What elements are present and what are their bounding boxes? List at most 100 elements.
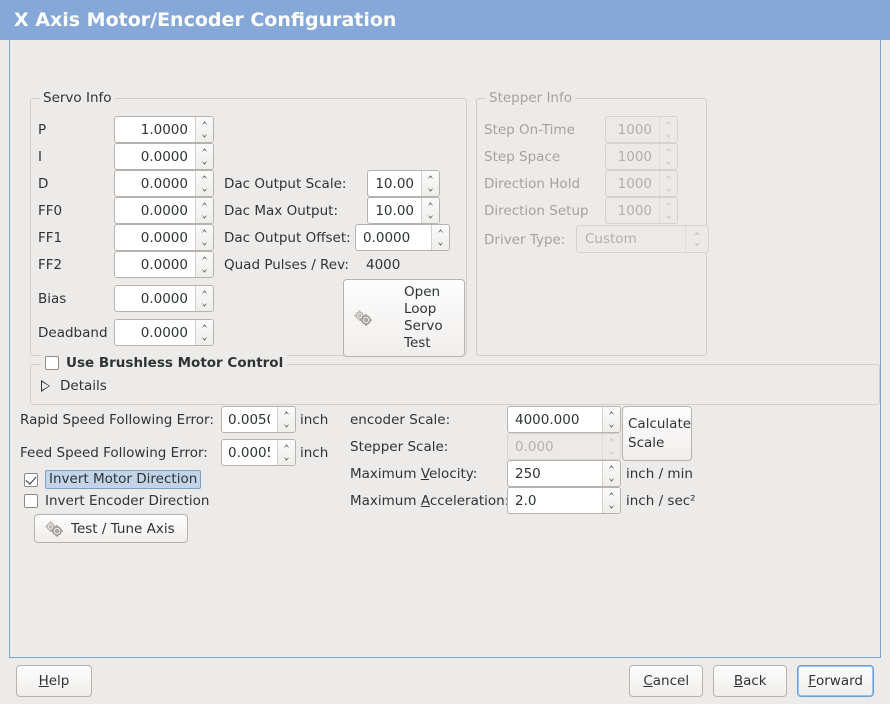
spin-down-icon[interactable] bbox=[196, 157, 213, 170]
encoder-scale-spin[interactable] bbox=[507, 406, 621, 433]
spin-down-icon[interactable] bbox=[196, 333, 213, 346]
invert-motor-direction-checkbox[interactable] bbox=[24, 472, 38, 487]
servo-stepper-p[interactable] bbox=[195, 117, 213, 142]
spin-up-icon[interactable] bbox=[196, 117, 213, 130]
dac-output-scale-stepper[interactable] bbox=[421, 171, 439, 196]
servo-spin-ff1[interactable] bbox=[114, 224, 214, 251]
chevron-right-icon[interactable] bbox=[41, 380, 50, 392]
open-loop-servo-test-button[interactable]: Open Loop Servo Test bbox=[343, 279, 465, 357]
spin-down-icon[interactable] bbox=[603, 501, 620, 514]
servo-stepper-ff0[interactable] bbox=[195, 198, 213, 223]
spin-up-icon[interactable] bbox=[603, 461, 620, 474]
spin-down-icon[interactable] bbox=[278, 420, 295, 433]
spin-up-icon[interactable] bbox=[278, 407, 295, 420]
invert-motor-direction-row[interactable]: Invert Motor Direction bbox=[24, 470, 202, 489]
calculate-scale-button[interactable]: Calculate Scale bbox=[622, 406, 692, 461]
servo-stepper-deadband[interactable] bbox=[195, 320, 213, 345]
spin-up-icon[interactable] bbox=[196, 320, 213, 333]
spin-up-icon[interactable] bbox=[196, 144, 213, 157]
spin-up-icon[interactable] bbox=[196, 225, 213, 238]
invert-encoder-direction-checkbox[interactable] bbox=[24, 494, 38, 508]
spin-down-icon[interactable] bbox=[196, 238, 213, 251]
spin-down-icon[interactable] bbox=[278, 453, 295, 466]
rapid-speed-following-error-spin[interactable] bbox=[221, 406, 296, 433]
rapid-speed-following-error-input[interactable] bbox=[222, 407, 277, 432]
spin-down-icon[interactable] bbox=[603, 474, 620, 487]
servo-stepper-bias[interactable] bbox=[195, 286, 213, 311]
spin-up-icon[interactable] bbox=[196, 286, 213, 299]
servo-stepper-i[interactable] bbox=[195, 144, 213, 169]
servo-stepper-d[interactable] bbox=[195, 171, 213, 196]
test-tune-axis-button[interactable]: Test / Tune Axis bbox=[34, 514, 188, 543]
spin-up-icon[interactable] bbox=[196, 198, 213, 211]
servo-spin-d[interactable] bbox=[114, 170, 214, 197]
servo-spin-i[interactable] bbox=[114, 143, 214, 170]
feed-spin-stepper[interactable] bbox=[277, 440, 295, 465]
feed-speed-following-error-spin[interactable] bbox=[221, 439, 296, 466]
servo-input-ff0[interactable] bbox=[115, 198, 195, 223]
spin-up-icon[interactable] bbox=[278, 440, 295, 453]
spin-down-icon[interactable] bbox=[422, 184, 439, 197]
servo-input-p[interactable] bbox=[115, 117, 195, 142]
dac-output-offset-spin[interactable] bbox=[355, 224, 450, 251]
direction-setup-spin bbox=[605, 197, 678, 224]
servo-stepper-ff2[interactable] bbox=[195, 252, 213, 277]
brushless-title-row[interactable]: Use Brushless Motor Control bbox=[41, 355, 288, 371]
spin-down-icon[interactable] bbox=[196, 265, 213, 278]
spin-down-icon[interactable] bbox=[432, 238, 449, 251]
servo-input-ff2[interactable] bbox=[115, 252, 195, 277]
dac-max-output-input[interactable] bbox=[368, 198, 421, 223]
maximum-velocity-spin[interactable] bbox=[507, 460, 621, 487]
maximum-acceleration-spin[interactable] bbox=[507, 487, 621, 514]
spin-up-icon[interactable] bbox=[196, 171, 213, 184]
dac-output-scale-input[interactable] bbox=[368, 171, 421, 196]
dac-output-scale-spin[interactable] bbox=[367, 170, 440, 197]
spin-up-icon[interactable] bbox=[422, 171, 439, 184]
invert-encoder-direction-row[interactable]: Invert Encoder Direction bbox=[24, 493, 209, 509]
spin-down-icon[interactable] bbox=[196, 184, 213, 197]
details-expander[interactable]: Details bbox=[41, 378, 107, 394]
spin-up-icon[interactable] bbox=[422, 198, 439, 211]
servo-input-bias[interactable] bbox=[115, 286, 195, 311]
servo-spin-p[interactable] bbox=[114, 116, 214, 143]
spin-up-icon[interactable] bbox=[603, 407, 620, 420]
spin-down-icon[interactable] bbox=[196, 299, 213, 312]
spin-up-icon[interactable] bbox=[196, 252, 213, 265]
spin-down-icon[interactable] bbox=[422, 211, 439, 224]
servo-spin-ff0[interactable] bbox=[114, 197, 214, 224]
servo-label-bias: Bias bbox=[38, 291, 67, 307]
dac-max-output-stepper[interactable] bbox=[421, 198, 439, 223]
direction-hold-label: Direction Hold bbox=[484, 176, 581, 192]
servo-spin-ff2[interactable] bbox=[114, 251, 214, 278]
maximum-velocity-stepper[interactable] bbox=[602, 461, 620, 486]
servo-input-d[interactable] bbox=[115, 171, 195, 196]
spin-down-icon[interactable] bbox=[196, 130, 213, 143]
maximum-velocity-input[interactable] bbox=[508, 461, 602, 486]
dac-output-offset-stepper[interactable] bbox=[431, 225, 449, 250]
rapid-spin-stepper[interactable] bbox=[277, 407, 295, 432]
test-tune-axis-label: Test / Tune Axis bbox=[71, 520, 175, 537]
spin-down-icon[interactable] bbox=[603, 420, 620, 433]
servo-spin-bias[interactable] bbox=[114, 285, 214, 312]
stepper-info-group: Stepper Info bbox=[476, 90, 707, 356]
maximum-acceleration-stepper[interactable] bbox=[602, 488, 620, 513]
encoder-scale-input[interactable] bbox=[508, 407, 602, 432]
use-brushless-motor-control-checkbox[interactable] bbox=[45, 356, 59, 370]
servo-input-deadband[interactable] bbox=[115, 320, 195, 345]
spin-down-icon[interactable] bbox=[196, 211, 213, 224]
dac-max-output-spin[interactable] bbox=[367, 197, 440, 224]
spin-up-icon[interactable] bbox=[432, 225, 449, 238]
feed-speed-following-error-input[interactable] bbox=[222, 440, 277, 465]
dac-output-offset-input[interactable] bbox=[356, 225, 431, 250]
servo-spin-deadband[interactable] bbox=[114, 319, 214, 346]
servo-input-ff1[interactable] bbox=[115, 225, 195, 250]
servo-input-i[interactable] bbox=[115, 144, 195, 169]
encoder-scale-stepper[interactable] bbox=[602, 407, 620, 432]
spin-up-icon[interactable] bbox=[603, 488, 620, 501]
maximum-acceleration-input[interactable] bbox=[508, 488, 602, 513]
servo-stepper-ff1[interactable] bbox=[195, 225, 213, 250]
